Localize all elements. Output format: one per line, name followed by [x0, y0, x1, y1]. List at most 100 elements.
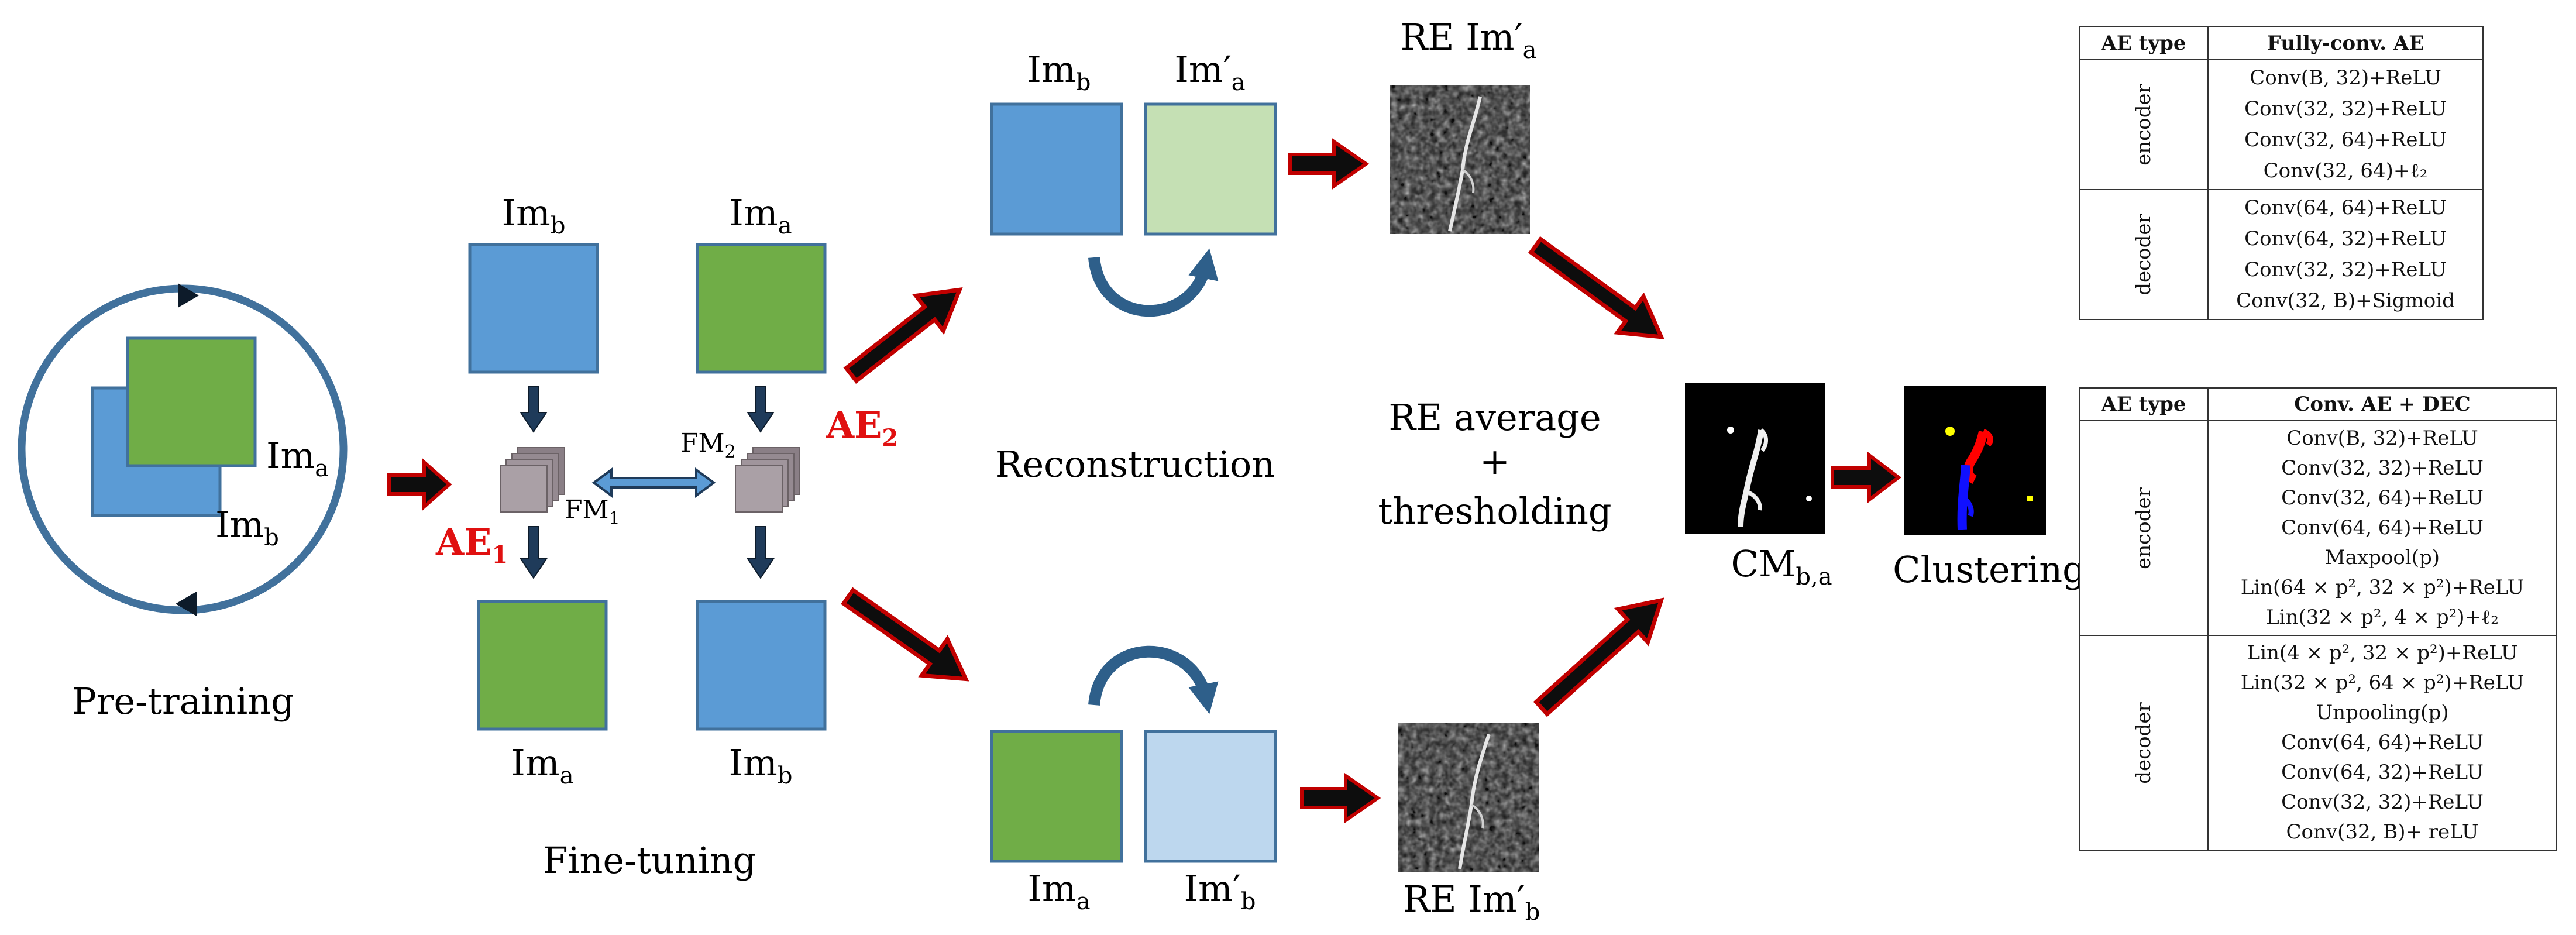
recon-bottom-output-label: Im′b [1184, 867, 1256, 915]
fm1-label: FM1 [565, 495, 620, 529]
table2-op: Conv(32, B)+ reLU [2286, 820, 2479, 844]
feature-map-stack-1 [500, 447, 565, 513]
table2-encoder-ops: Conv(B, 32)+ReLU Conv(32, 32)+ReLU Conv(… [2207, 420, 2557, 636]
table2-op: Unpooling(p) [2316, 701, 2449, 724]
finetune-square-a-top [696, 243, 827, 374]
recon-square-b-top [990, 102, 1123, 236]
table-fully-conv-ae: AE type Fully-conv. AE encoder Conv(B, 3… [2079, 26, 2484, 320]
re-bottom-label: RE Im′b [1403, 878, 1540, 926]
fm2-label: FM2 [680, 428, 736, 462]
change-map [1685, 383, 1825, 534]
finetune-top-right-label: Ima [729, 191, 792, 239]
table1-op: Conv(B, 32)+ReLU [2250, 66, 2441, 90]
table1-op: Conv(32, 64)+ℓ₂ [2263, 159, 2428, 183]
fm-double-arrow [591, 468, 716, 498]
recon-top-output-label: Im′a [1174, 48, 1245, 96]
re-maps-block: RE Im′a RE Im′b [1390, 16, 1540, 926]
table-conv-ae-dec: AE type Conv. AE + DEC encoder Conv(B, 3… [2079, 387, 2557, 851]
table1-col-type: AE type [2079, 26, 2209, 60]
arrow-cm-to-clustering [1831, 451, 1901, 504]
table2-op: Lin(4 × p², 32 × p²)+ReLU [2247, 641, 2518, 665]
arrow-recon-top-to-re [1288, 138, 1370, 190]
fusion-line-3: thresholding [1378, 490, 1611, 532]
table1-op: Conv(32, 64)+ReLU [2244, 128, 2447, 152]
cycle-arrowhead-bottom [176, 592, 197, 616]
table2-col-type: AE type [2079, 387, 2209, 421]
recon-top-input-label: Imb [1027, 48, 1091, 96]
feature-map-stack-2 [735, 447, 800, 513]
recon-square-a-bottom [990, 730, 1123, 863]
table1-encoder-group: encoder [2079, 59, 2209, 190]
table2-op: Lin(64 × p², 32 × p²)+ReLU [2240, 576, 2525, 599]
fusion-line-2: + [1480, 440, 1510, 483]
table2-col-arch: Conv. AE + DEC [2207, 387, 2557, 421]
table1-decoder-ops: Conv(64, 64)+ReLU Conv(64, 32)+ReLU Conv… [2207, 189, 2484, 320]
table1-encoder-ops: Conv(B, 32)+ReLU Conv(32, 32)+ReLU Conv(… [2207, 59, 2484, 190]
table2-header-row: AE type Conv. AE + DEC [2079, 387, 2557, 421]
table2-encoder-group: encoder [2079, 420, 2209, 636]
finetune-down-arrows [520, 386, 775, 579]
reconstruction-label: Reconstruction [995, 443, 1275, 486]
pretraining-im-a-label: Ima [266, 434, 329, 482]
table2-op: Conv(B, 32)+ReLU [2286, 427, 2478, 450]
recon-curl-arrow-top [1088, 248, 1219, 317]
recon-square-b-prime-bottom [1144, 730, 1277, 863]
table1-decoder-group: decoder [2079, 189, 2209, 320]
diagonal-arrows [841, 236, 1664, 717]
clustering-map [1904, 386, 2046, 535]
recon-bottom-input-label: Ima [1027, 867, 1090, 915]
ae1-label: AE1 [435, 521, 508, 569]
arrow-pretrain-to-finetune [387, 458, 452, 511]
clustering-label: Clustering [1893, 548, 2086, 591]
pretraining-square-a [126, 336, 257, 468]
re-top-label: RE Im′a [1401, 16, 1537, 64]
ae2-label: AE2 [826, 404, 898, 452]
finetuning-label: Fine-tuning [543, 839, 756, 882]
pretraining-im-b-label: Imb [215, 503, 279, 551]
table1-op: Conv(32, 32)+ReLU [2244, 97, 2447, 121]
fusion-text: RE average + thresholding [1378, 396, 1611, 532]
table2-op: Conv(32, 64)+ReLU [2281, 486, 2484, 510]
table1-col-arch: Fully-conv. AE [2207, 26, 2484, 60]
cycle-arrowhead-top [178, 283, 199, 308]
fusion-line-1: RE average [1388, 396, 1601, 439]
table2-encoder-row: encoder Conv(B, 32)+ReLU Conv(32, 32)+Re… [2079, 420, 2557, 636]
table2-op: Conv(64, 64)+ReLU [2281, 731, 2484, 754]
table1-op: Conv(32, 32)+ReLU [2244, 258, 2447, 281]
table2-op: Maxpool(p) [2324, 546, 2440, 569]
table2-op: Conv(64, 32)+ReLU [2281, 761, 2484, 784]
table1-decoder-row: decoder Conv(64, 64)+ReLU Conv(64, 32)+R… [2079, 189, 2484, 320]
table1-op: Conv(64, 32)+ReLU [2244, 227, 2447, 250]
finetune-top-left-label: Imb [502, 191, 566, 239]
table2-encoder-label: encoder [2132, 487, 2155, 569]
pretraining-block: Ima Imb Pre-training [18, 283, 348, 723]
table2-decoder-label: decoder [2132, 702, 2155, 784]
table2-decoder-group: decoder [2079, 635, 2209, 851]
table2-decoder-row: decoder Lin(4 × p², 32 × p²)+ReLU Lin(32… [2079, 635, 2557, 851]
finetune-bottom-right-label: Imb [729, 741, 793, 789]
table1-header-row: AE type Fully-conv. AE [2079, 26, 2484, 60]
change-map-label: CMb,a [1731, 542, 1832, 590]
finetune-square-a-bottom [477, 600, 608, 731]
table1-decoder-label: decoder [2132, 214, 2155, 295]
finetune-bottom-left-label: Ima [511, 741, 573, 789]
finetuning-block: Imb Ima FM1 FM2 AE1 AE2 [435, 191, 898, 882]
table2-op: Lin(32 × p², 64 × p²)+ReLU [2240, 671, 2525, 695]
table2-op: Lin(32 × p², 4 × p²)+ℓ₂ [2266, 606, 2499, 629]
finetune-square-b-top [468, 243, 599, 374]
table2-op: Conv(32, 32)+ReLU [2281, 790, 2484, 814]
re-bottom-image [1398, 723, 1539, 872]
recon-curl-arrow-bottom [1088, 645, 1219, 714]
table1-op: Conv(32, B)+Sigmoid [2236, 289, 2455, 312]
reconstruction-block: Imb Im′a Reconstruction Ima Im′b [990, 48, 1277, 915]
arrow-recon-bottom-to-re [1300, 772, 1381, 824]
table2-op: Conv(32, 32)+ReLU [2281, 456, 2484, 480]
table1-op: Conv(64, 64)+ReLU [2244, 196, 2447, 219]
table2-decoder-ops: Lin(4 × p², 32 × p²)+ReLU Lin(32 × p², 6… [2207, 635, 2557, 851]
table1-encoder-label: encoder [2132, 84, 2155, 166]
table1-encoder-row: encoder Conv(B, 32)+ReLU Conv(32, 32)+Re… [2079, 59, 2484, 190]
re-top-image [1390, 85, 1530, 234]
pretraining-label: Pre-training [72, 680, 294, 723]
recon-square-a-prime-top [1144, 102, 1277, 236]
